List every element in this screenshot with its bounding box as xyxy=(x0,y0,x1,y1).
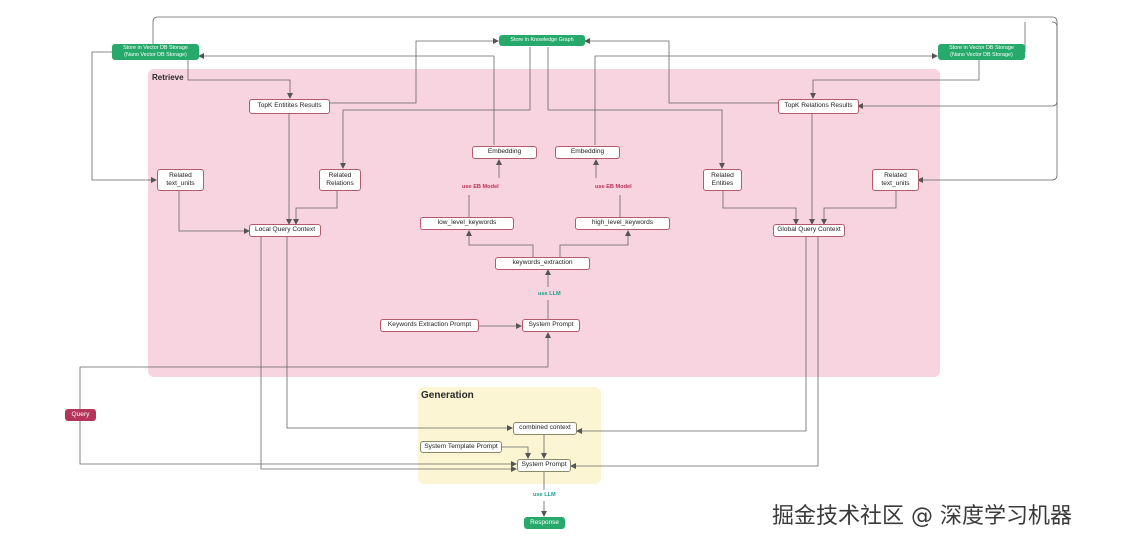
response-node[interactable]: Response xyxy=(524,517,565,529)
topk-relations-node[interactable]: TopK Relations Results xyxy=(778,99,859,114)
keywords-extraction-node[interactable]: keywords_extraction xyxy=(495,257,590,270)
vector-db-left-node[interactable]: Store in Vector DB Storage (Nano Vector … xyxy=(112,44,199,60)
edge-text-right-to-global xyxy=(821,191,897,225)
query-node[interactable]: Query xyxy=(65,409,96,421)
embedding-left-node[interactable]: Embedding xyxy=(472,146,537,159)
edge-relations-to-local xyxy=(293,191,338,225)
edge-entities-to-kg xyxy=(330,38,499,104)
edge-text-left-to-local xyxy=(178,191,250,234)
retrieve-title: Retrieve xyxy=(152,73,184,82)
use-eb-model-right-label: use EB Model xyxy=(595,184,632,190)
edge-vdb-right-to-text xyxy=(918,21,1058,180)
low-level-keywords-node[interactable]: low_level_keywords xyxy=(420,217,514,230)
combined-context-node[interactable]: combined context xyxy=(513,422,577,435)
edge-query-to-sysgen xyxy=(79,421,517,467)
related-text-units-right-node[interactable]: Related text_units xyxy=(872,169,919,191)
edge-high-to-embedding xyxy=(596,160,621,217)
edge-global-to-sysgen xyxy=(570,237,819,469)
edge-local-to-combined xyxy=(286,237,513,431)
knowledge-graph-node[interactable]: Store in Knowledge Graph xyxy=(499,35,585,46)
edge-kg-to-relations xyxy=(340,47,531,169)
edge-global-to-combined xyxy=(576,237,807,434)
local-query-context-node[interactable]: Local Query Context xyxy=(249,224,321,237)
use-eb-model-left-label: use EB Model xyxy=(462,184,499,190)
watermark-text: 掘金技术社区 @ 深度学习机器 xyxy=(772,504,1072,529)
keywords-extraction-prompt-node[interactable]: Keywords Extraction Prompt xyxy=(380,319,479,332)
edge-template-to-sysgen xyxy=(501,446,531,459)
edge-query-to-sys xyxy=(79,332,551,410)
edge-entities-to-global xyxy=(722,191,799,225)
high-level-keywords-node[interactable]: high_level_keywords xyxy=(575,217,670,230)
edge-low-to-embedding xyxy=(468,160,499,217)
system-prompt-retrieve-node[interactable]: System Prompt xyxy=(522,319,580,332)
edge-outer-top-loop xyxy=(152,16,1058,109)
use-llm-generation-label: use LLM xyxy=(533,492,556,498)
system-prompt-generation-node[interactable]: System Prompt xyxy=(517,459,571,472)
edge-vdb-left-to-entities xyxy=(187,60,293,99)
edge-kw-to-high xyxy=(559,230,631,257)
edge-embedding-left-to-vdb xyxy=(198,53,495,145)
global-query-context-node[interactable]: Global Query Context xyxy=(773,224,845,237)
edge-vdb-left-to-text xyxy=(91,51,157,183)
vector-db-right-node[interactable]: Store in Vector DB Storage (Nano Vector … xyxy=(938,44,1025,60)
related-text-units-left-node[interactable]: Related text_units xyxy=(157,169,204,191)
edge-kg-to-entities xyxy=(547,47,725,169)
edge-vdb-right-to-relations xyxy=(810,60,980,99)
edge-local-to-sysgen xyxy=(260,237,517,472)
edge-kw-to-low xyxy=(466,230,534,257)
related-entities-node[interactable]: Related Entities xyxy=(703,169,742,191)
generation-title: Generation xyxy=(421,390,474,401)
topk-entities-node[interactable]: TopK Entitites Results xyxy=(249,99,330,114)
edge-relations-to-kg xyxy=(584,38,778,104)
embedding-right-node[interactable]: Embedding xyxy=(555,146,620,159)
system-template-prompt-node[interactable]: System Template Prompt xyxy=(420,441,502,453)
use-llm-retrieve-label: use LLM xyxy=(538,291,561,297)
related-relations-node[interactable]: Related Relations xyxy=(319,169,361,191)
edge-embedding-right-to-vdb xyxy=(594,53,938,145)
